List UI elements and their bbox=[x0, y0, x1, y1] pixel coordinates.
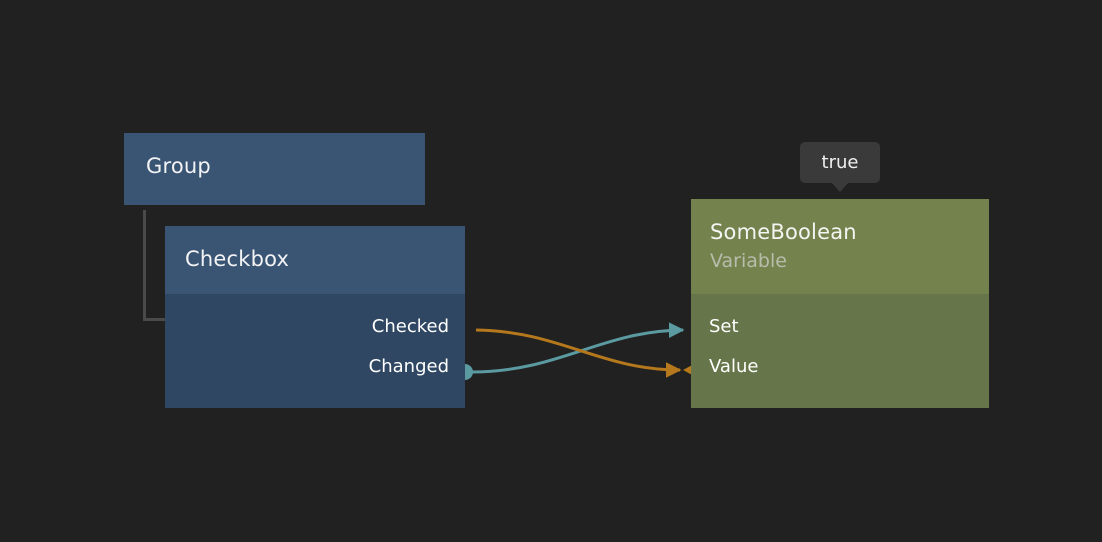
node-checkbox-ports: Checked Changed bbox=[165, 294, 465, 386]
port-set-label: Set bbox=[709, 315, 739, 337]
node-checkbox-title: Checkbox bbox=[185, 247, 290, 271]
node-variable-ports: Set Value bbox=[691, 294, 989, 386]
node-variable[interactable]: SomeBoolean Variable Set Value bbox=[691, 199, 989, 408]
node-variable-header: SomeBoolean Variable bbox=[691, 199, 989, 294]
port-value[interactable]: Value bbox=[691, 346, 989, 386]
wire-changed-to-set bbox=[470, 322, 685, 374]
value-tooltip: true bbox=[800, 142, 880, 192]
port-checked-label: Checked bbox=[371, 315, 449, 337]
node-variable-subtitle: Variable bbox=[710, 250, 787, 272]
node-variable-title: SomeBoolean bbox=[710, 220, 857, 244]
group-child-link bbox=[143, 210, 168, 321]
node-checkbox-header: Checkbox bbox=[165, 226, 465, 294]
port-checked[interactable]: Checked bbox=[165, 306, 465, 346]
tooltip-pointer-icon bbox=[831, 182, 849, 192]
wire-value-to-checked bbox=[475, 328, 682, 378]
port-changed-label: Changed bbox=[368, 355, 449, 377]
port-changed[interactable]: Changed bbox=[165, 346, 465, 386]
port-set[interactable]: Set bbox=[691, 306, 989, 346]
node-group[interactable]: Group bbox=[124, 133, 425, 205]
value-tooltip-text: true bbox=[821, 152, 859, 173]
node-group-title: Group bbox=[146, 154, 211, 178]
node-checkbox[interactable]: Checkbox Checked Changed bbox=[165, 226, 465, 408]
port-value-label: Value bbox=[709, 355, 759, 377]
